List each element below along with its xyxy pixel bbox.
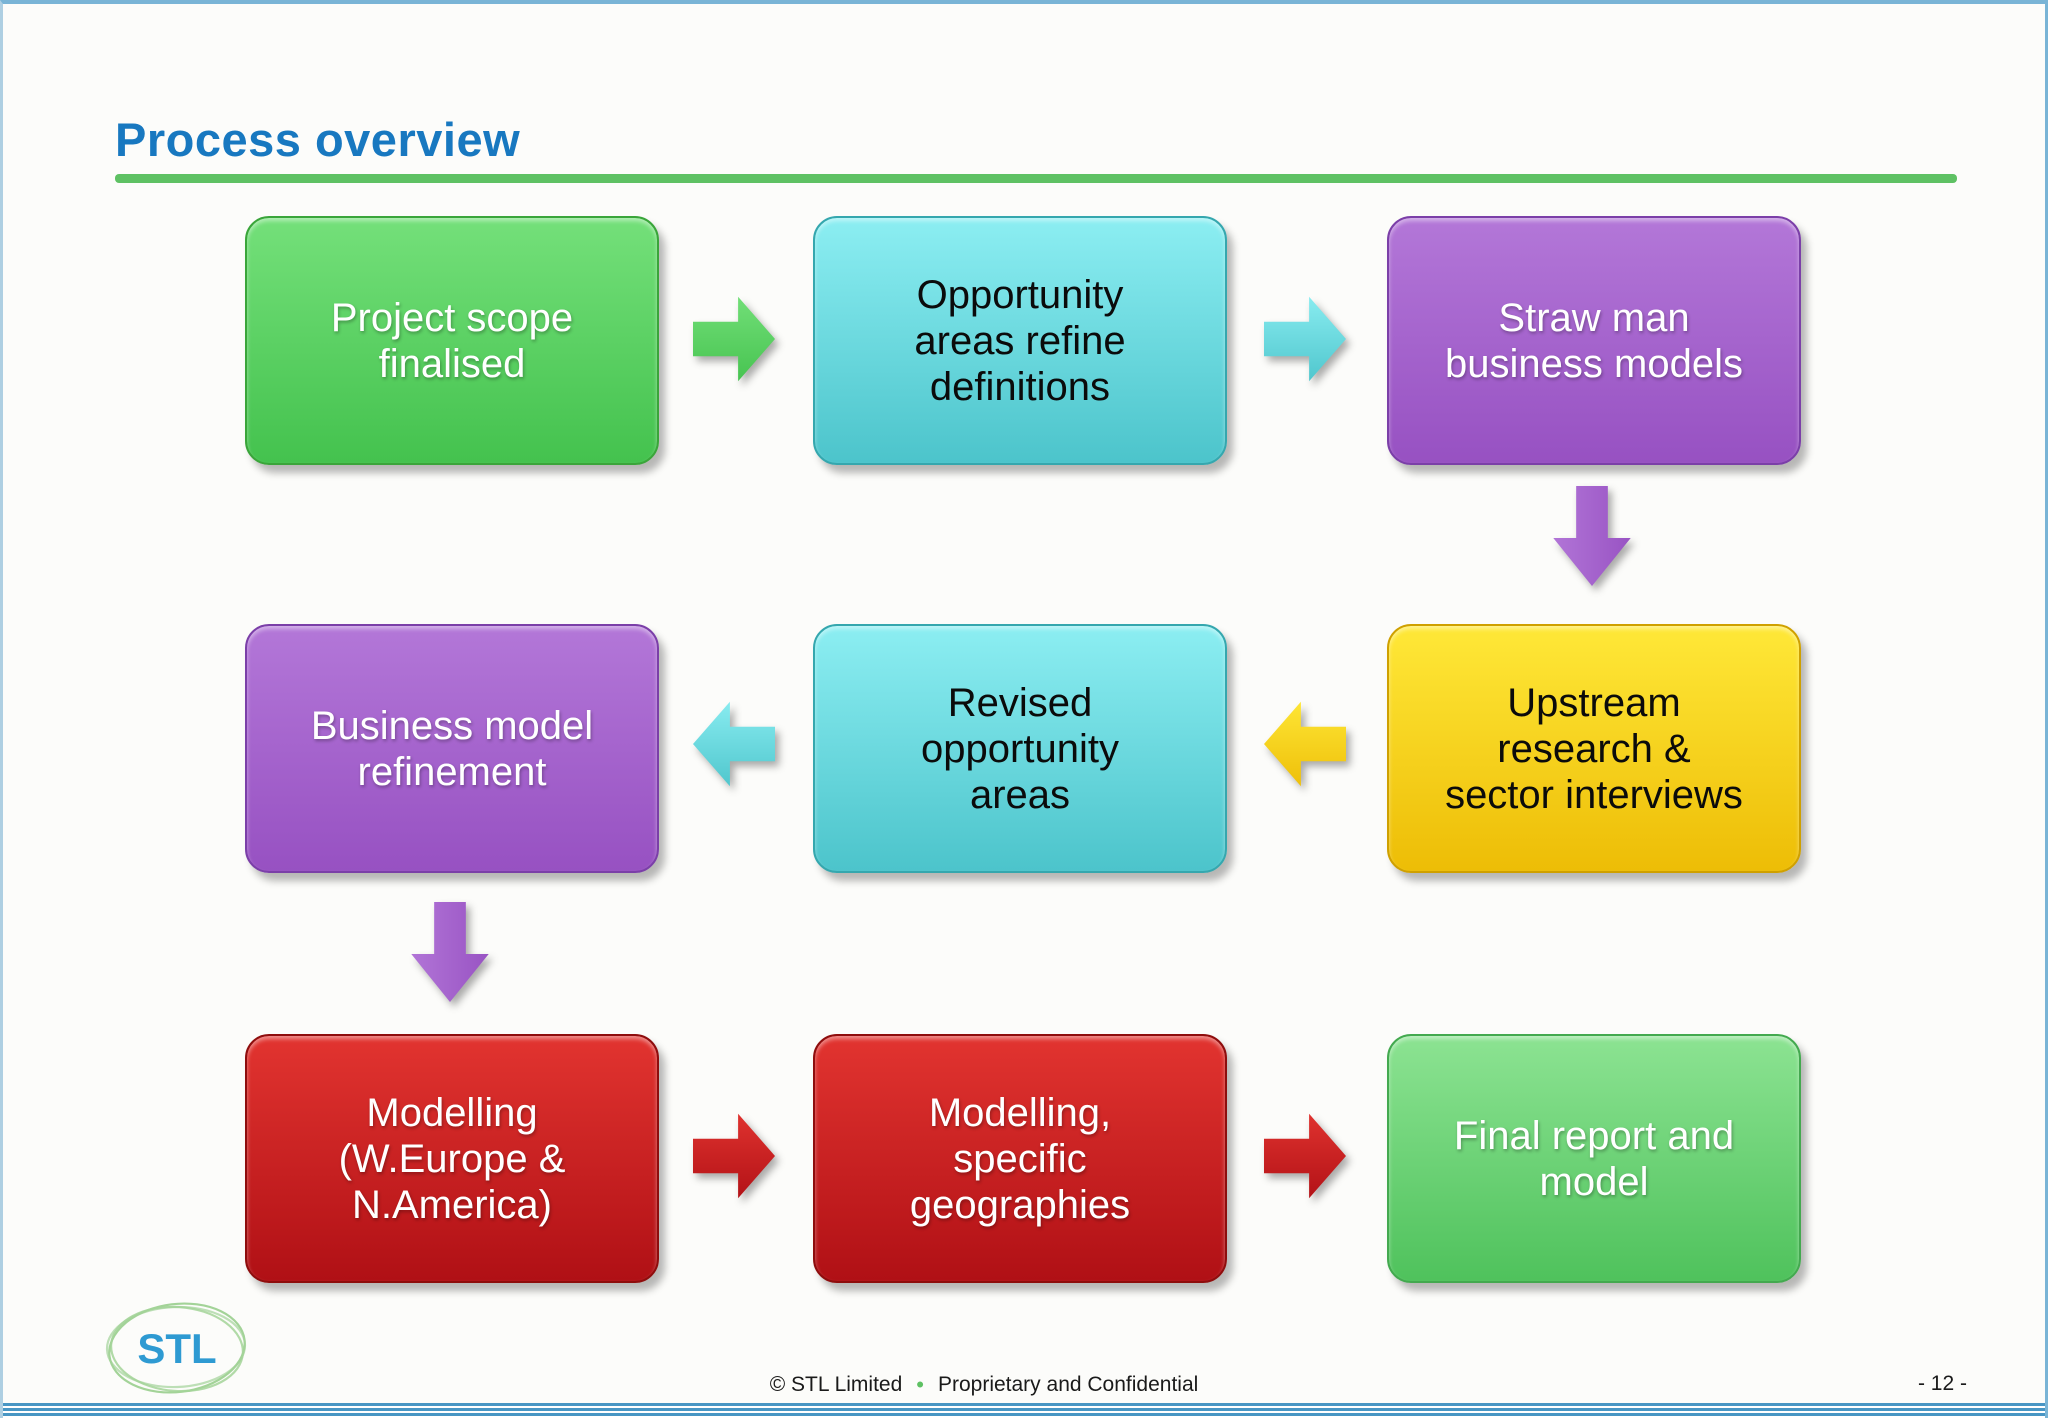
footer-confidentiality-line: © STL Limited • Proprietary and Confiden… (770, 1372, 1199, 1398)
left-arrow-shape (1264, 701, 1346, 787)
bottom-border-stripes (3, 1403, 2045, 1418)
page-title: Process overview (115, 113, 521, 166)
flow-arrow-4-left-icon (1264, 696, 1346, 792)
stl-logo: STL (105, 1302, 247, 1394)
flow-arrow-1-right-icon (693, 291, 775, 387)
flow-arrow-5-left-icon (693, 696, 775, 792)
process-step-9-final-report: Final report and model (1387, 1034, 1801, 1283)
process-step-label: Business model refinement (310, 703, 594, 794)
right-arrow-shape (1264, 1113, 1346, 1199)
flow-arrow-7-right-icon (693, 1108, 775, 1204)
process-step-label: Opportunity areas refine definitions (914, 272, 1126, 409)
process-step-label: Modelling (W.Europe & N.America) (338, 1090, 566, 1227)
down-arrow-shape (1553, 486, 1631, 586)
flow-arrow-2-right-icon (1264, 291, 1346, 387)
process-step-label: Straw man business models (1445, 295, 1743, 386)
logo-text: STL (137, 1325, 216, 1372)
footer-confidential: Proprietary and Confidential (937, 1373, 1199, 1396)
process-step-label: Upstream research & sector interviews (1445, 680, 1743, 817)
down-arrow-shape (411, 902, 489, 1002)
right-arrow-shape (693, 296, 775, 382)
process-step-1-project-scope: Project scope finalised (245, 216, 659, 465)
footer-copyright: © STL Limited (769, 1373, 903, 1396)
process-step-label: Modelling, specific geographies (909, 1090, 1131, 1227)
page-number: - 12 - (1917, 1372, 1967, 1395)
right-arrow-shape (693, 1113, 775, 1199)
process-step-7-modelling-weurope-namerica: Modelling (W.Europe & N.America) (245, 1034, 659, 1283)
title-underline-rule (115, 174, 1957, 183)
flow-arrow-6-down-icon (406, 902, 494, 1002)
process-step-6-business-model-refinement: Business model refinement (245, 624, 659, 873)
process-step-4-upstream-research: Upstream research & sector interviews (1387, 624, 1801, 873)
flow-arrow-8-right-icon (1264, 1108, 1346, 1204)
process-step-label: Final report and model (1453, 1113, 1735, 1204)
process-step-8-modelling-specific-geographies: Modelling, specific geographies (813, 1034, 1227, 1283)
footer-bullet-icon: • (916, 1372, 924, 1397)
process-step-5-revised-opportunity-areas: Revised opportunity areas (813, 624, 1227, 873)
process-step-3-straw-man-models: Straw man business models (1387, 216, 1801, 465)
logo-ellipse (105, 1305, 247, 1389)
flow-arrow-3-down-icon (1548, 486, 1636, 586)
process-step-label: Revised opportunity areas (921, 680, 1119, 817)
right-arrow-shape (1264, 296, 1346, 382)
left-arrow-shape (693, 701, 775, 787)
process-step-2-opportunity-areas: Opportunity areas refine definitions (813, 216, 1227, 465)
process-step-label: Project scope finalised (330, 295, 574, 386)
